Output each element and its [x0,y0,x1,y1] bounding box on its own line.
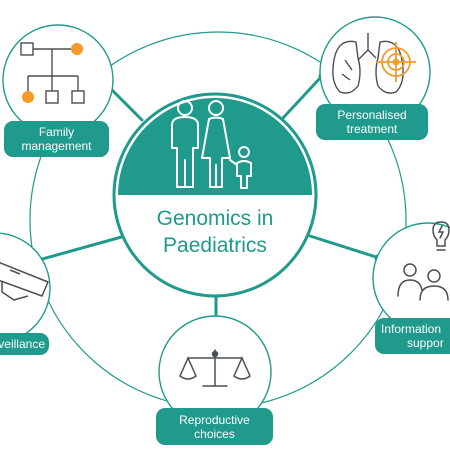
connector-information [308,234,378,259]
center-title-line1: Genomics in [157,207,274,230]
cctv-camera-icon [0,261,49,301]
label-surveillance: veillance [0,333,49,355]
node-circle-surveillance [0,232,51,344]
family-icon [171,100,252,189]
label-reproductive-line1: Reproductive [179,412,250,427]
node-circles [0,16,450,429]
node-circle-family [2,24,114,136]
label-family-line1: Family [38,125,75,139]
label-information-line1: Information [381,322,442,336]
connector-treatment [281,74,324,120]
node-circle-information [372,222,450,334]
label-information-line2: suppor [407,336,444,350]
label-surveillance-line1: veillance [0,337,45,351]
people-lightbulb-icon [397,221,450,301]
family-tree-icon [20,42,85,104]
label-information-support: Information suppor [375,318,450,354]
label-family-line2: management [21,139,92,153]
center-title-line2: Paediatrics [163,234,267,257]
target-icon [376,42,416,82]
balance-scale-icon [179,349,251,387]
label-treatment-line1: Personalised [337,108,407,122]
label-family-management: Family management [4,121,109,157]
center-circle-top [118,98,312,195]
label-reproductive-choices: Reproductive choices [156,408,273,445]
label-personalised-treatment: Personalised treatment [316,104,428,140]
lungs-target-icon [332,33,404,94]
label-reproductive-line2: choices [194,426,235,441]
label-treatment-line2: treatment [346,122,398,136]
connector-surveillance [26,234,127,265]
